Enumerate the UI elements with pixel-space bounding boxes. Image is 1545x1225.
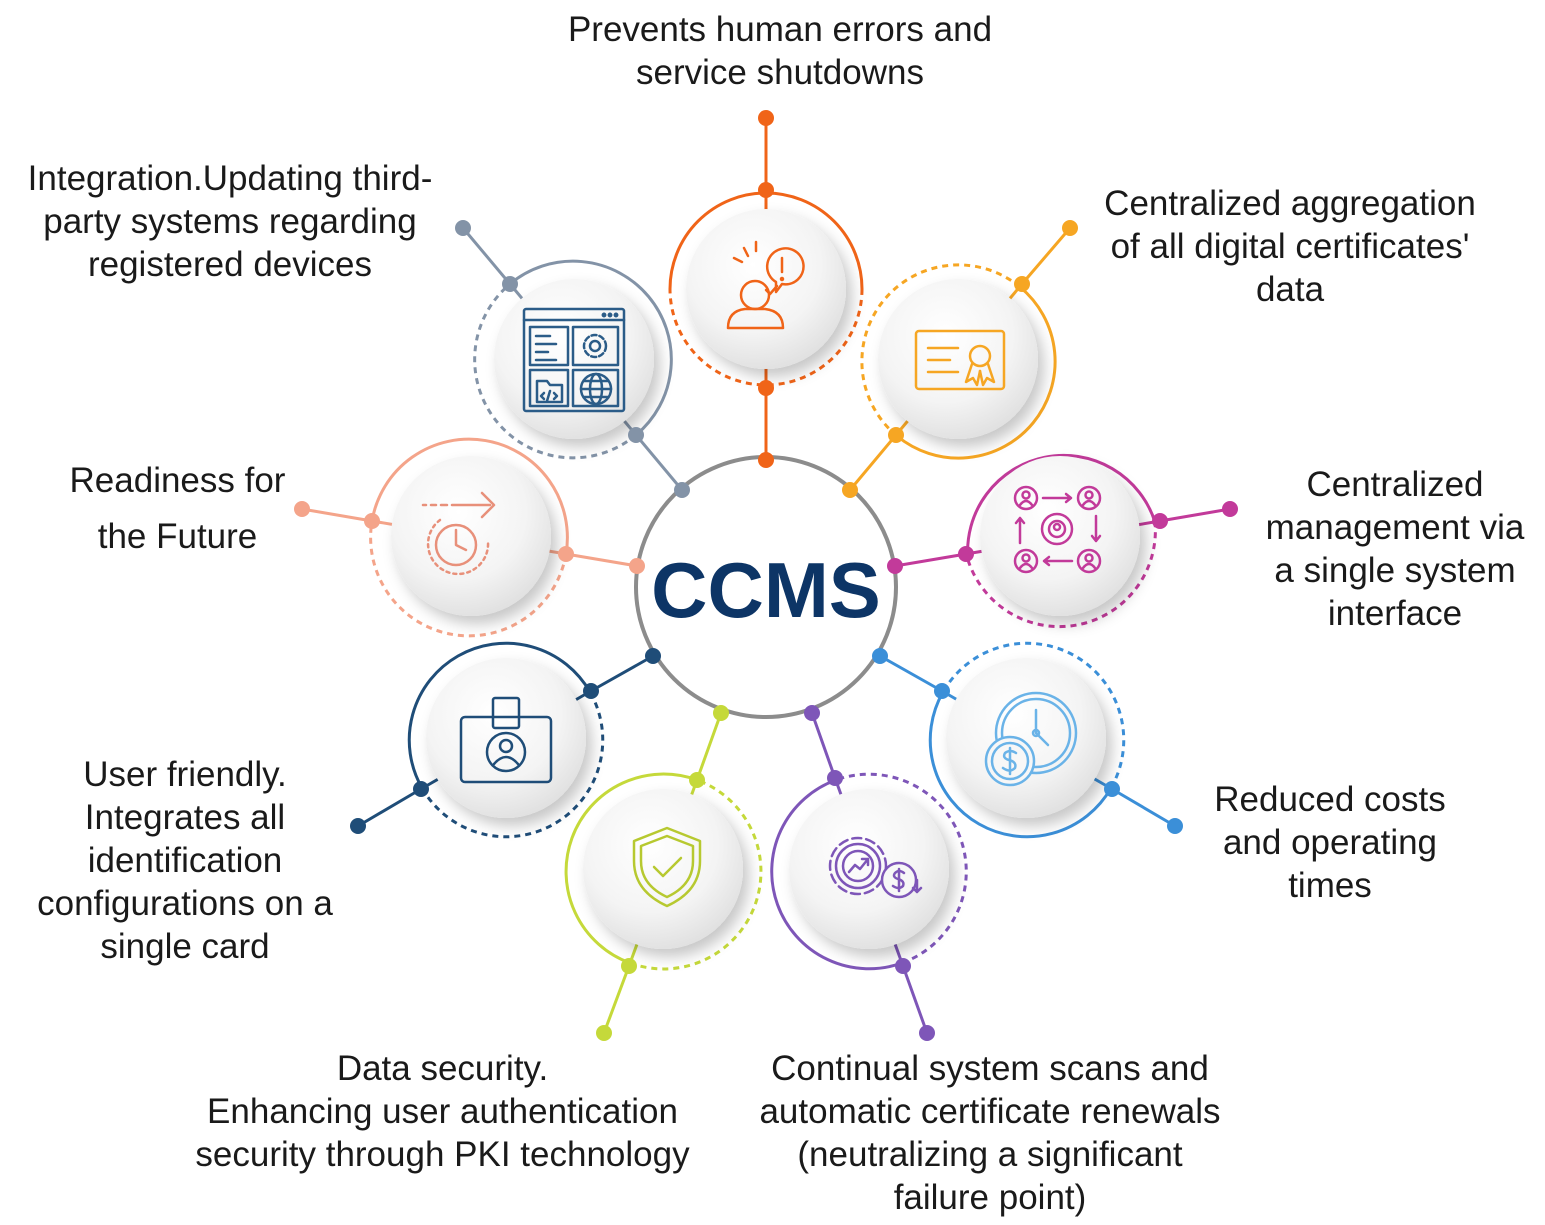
person-alert-icon [726, 240, 805, 330]
label-future: Readiness for the Future [69, 461, 286, 556]
shield-check-icon [632, 826, 702, 908]
label-aggregation: Centralized aggregation of all digital c… [1104, 184, 1476, 309]
ring-security [564, 772, 763, 971]
disc-aggregation [878, 279, 1038, 439]
disc-user-friendly [426, 658, 586, 818]
label-user-friendly: User friendly. Integrates all identifica… [37, 755, 333, 966]
nodes-future [294, 501, 645, 574]
id-badge-icon [459, 696, 553, 784]
disc-costs [946, 658, 1106, 818]
ring-scans [770, 772, 968, 971]
disc-future [391, 456, 551, 616]
center-title: CCMS [651, 546, 881, 634]
app-window-icon [522, 307, 626, 413]
label-security: Data security. Enhancing user authentica… [195, 1049, 690, 1174]
label-scans: Continual system scans and automatic cer… [759, 1049, 1221, 1217]
ring-future [369, 437, 569, 638]
nodes-user-friendly [350, 648, 661, 834]
certificate-icon [914, 329, 1006, 391]
ring-aggregation [860, 263, 1057, 460]
disc-security [583, 789, 743, 949]
disc-scans [789, 789, 949, 949]
ring-integration [473, 259, 673, 460]
ring-costs [928, 641, 1126, 839]
label-management: Centralized management via a single syst… [1265, 465, 1525, 633]
nodes-scans [804, 705, 935, 1041]
ring-management [966, 453, 1157, 629]
nodes-integration [455, 220, 690, 498]
nodes-management [887, 501, 1238, 574]
clock-arrow-icon [421, 491, 496, 576]
user-network-icon [1013, 485, 1102, 574]
clock-dollar-icon [984, 691, 1078, 787]
nodes-aggregation [842, 220, 1078, 498]
label-integration: Integration.Updating third- party system… [27, 159, 433, 284]
label-human-errors: Prevents human errors and service shutdo… [567, 10, 993, 92]
label-costs: Reduced costs and operating times [1214, 780, 1446, 905]
nodes-human-errors [758, 110, 774, 468]
ring-user-friendly [407, 641, 605, 839]
nodes-costs [872, 648, 1183, 834]
nodes-security [596, 705, 729, 1041]
gear-chart-dollar-icon [828, 836, 923, 899]
